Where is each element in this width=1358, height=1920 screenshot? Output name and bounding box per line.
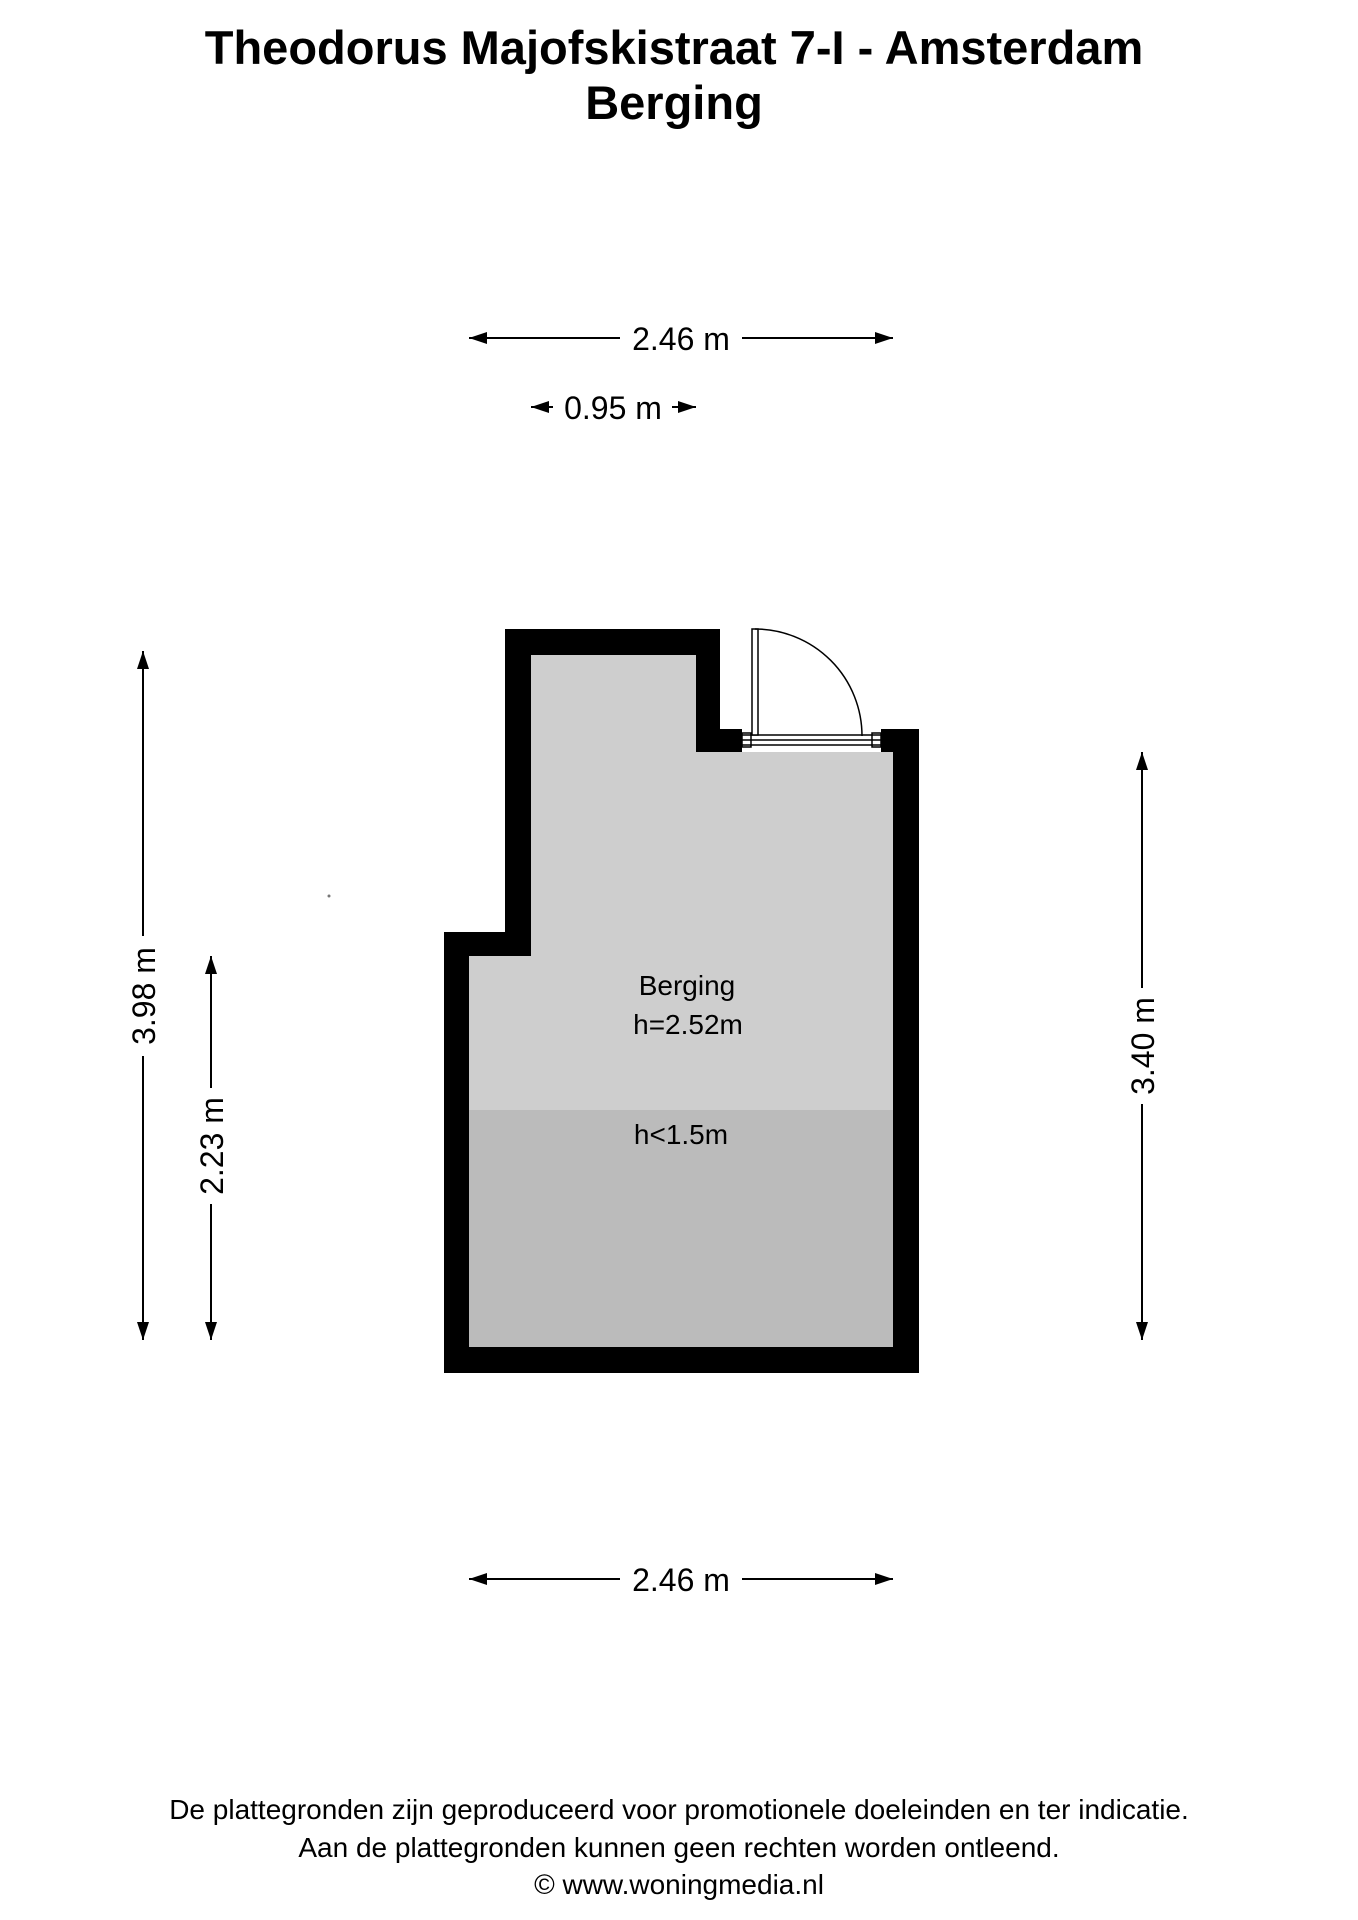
dimension-bottom-width: 2.46 m <box>469 1562 893 1598</box>
room-berging <box>469 655 893 1347</box>
door-jamb <box>871 732 882 748</box>
door-jamb <box>741 732 752 748</box>
arrowhead-down <box>137 1322 149 1340</box>
arrowhead-up <box>137 651 149 669</box>
wall <box>444 932 469 1373</box>
arrowhead-up <box>205 956 217 974</box>
dimension-left-total: 3.98 m <box>126 651 162 1340</box>
arrowhead-right <box>678 401 696 413</box>
page-subtitle: Berging <box>585 76 763 129</box>
dimension-label: 2.23 m <box>194 1097 230 1195</box>
room-ceiling-height: h=2.52m <box>633 1009 743 1040</box>
arrowhead-left <box>469 332 487 344</box>
dimension-top-width: 2.46 m <box>469 321 893 357</box>
room-name: Berging <box>639 970 736 1001</box>
dimension-label: 2.46 m <box>632 1562 730 1598</box>
arrowhead-up <box>1136 752 1148 770</box>
wall <box>696 729 742 752</box>
dimension-label: 0.95 m <box>564 390 662 426</box>
dimension-left-partial: 2.23 m <box>194 956 230 1340</box>
dimension-label: 2.46 m <box>632 321 730 357</box>
dimension-door-offset: 0.95 m <box>531 390 696 426</box>
wall <box>881 729 919 752</box>
dimension-label: 3.40 m <box>1125 997 1161 1095</box>
arrowhead-left <box>531 401 549 413</box>
wall <box>505 629 720 655</box>
dimension-right-height: 3.40 m <box>1125 752 1161 1340</box>
arrowhead-down <box>205 1322 217 1340</box>
arrowhead-down <box>1136 1322 1148 1340</box>
arrowhead-right <box>875 332 893 344</box>
walls <box>444 629 919 1373</box>
stray-dot <box>327 894 331 898</box>
low-ceiling-zone <box>469 1110 893 1347</box>
dimension-label: 3.98 m <box>126 947 162 1045</box>
copyright-notice: © www.woningmedia.nl <box>534 1869 824 1900</box>
door <box>741 628 882 752</box>
disclaimer-line-1: De plattegronden zijn geproduceerd voor … <box>169 1794 1189 1825</box>
wall <box>505 629 531 956</box>
low-ceiling-label: h<1.5m <box>634 1119 728 1150</box>
door-swing-arc <box>754 628 863 737</box>
arrowhead-left <box>469 1573 487 1585</box>
arrowhead-right <box>875 1573 893 1585</box>
wall <box>893 729 919 1373</box>
disclaimer-line-2: Aan de plattegronden kunnen geen rechten… <box>298 1832 1059 1863</box>
page-title: Theodorus Majofskistraat 7-I - Amsterdam <box>205 21 1143 74</box>
door-leaf <box>751 628 759 736</box>
wall <box>444 1347 919 1373</box>
